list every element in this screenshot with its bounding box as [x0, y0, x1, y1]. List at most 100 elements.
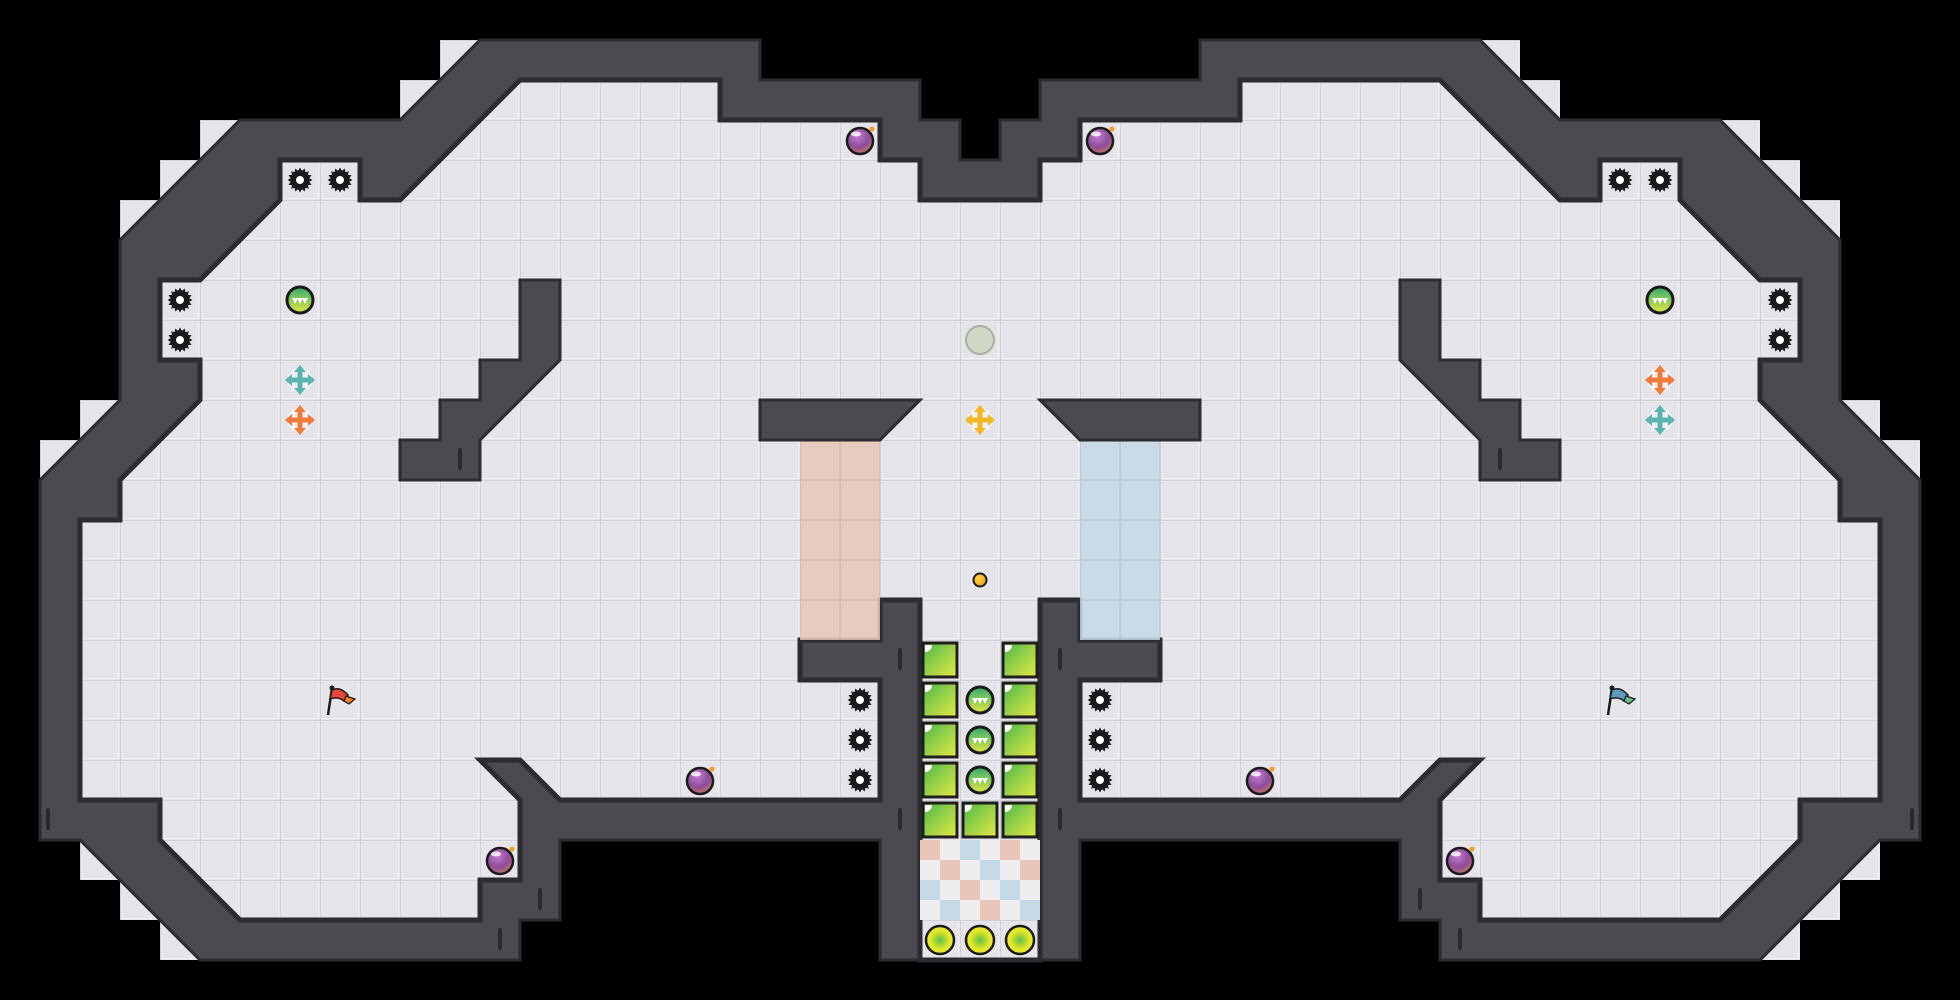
gear-icon [1087, 687, 1113, 713]
checker-square [1020, 900, 1040, 920]
wall-slit [1058, 648, 1062, 670]
team-zones [800, 440, 1160, 640]
green-block-icon [921, 801, 959, 839]
block-shine [925, 685, 932, 692]
cross-arrow [1654, 388, 1666, 395]
bomb-icon [1245, 766, 1275, 796]
gear-icon [167, 287, 193, 313]
checker-square [940, 860, 960, 880]
gear-icon [1767, 287, 1793, 313]
bomb-fuse [1109, 126, 1115, 132]
green-block-icon [921, 761, 959, 799]
bomb-icon [685, 766, 715, 796]
checker-tile [960, 880, 1000, 920]
gear-icon [287, 167, 313, 193]
checker-square [920, 840, 940, 860]
center-bar-wall-right [1036, 398, 1202, 442]
gear-hole [1616, 176, 1624, 184]
checker-tile [920, 880, 960, 920]
red-team-zone [800, 440, 880, 640]
gear-icon [1087, 767, 1113, 793]
gear-hole [856, 696, 864, 704]
block-shine [1005, 645, 1012, 652]
flag-tail [1623, 695, 1637, 705]
checker-square [980, 900, 1000, 920]
spike-orb-icon [965, 765, 995, 795]
block-shine [1005, 685, 1012, 692]
green-block-icon [1001, 721, 1039, 759]
cross-arrow [974, 405, 986, 412]
orange-move-cross-icon [1645, 365, 1675, 395]
stair-wall-right [1398, 278, 1562, 482]
zone-tile [1080, 480, 1120, 520]
coin-icon [964, 924, 996, 956]
checker-tile [960, 840, 1000, 880]
orb-spike [972, 738, 978, 744]
spike-orb-icon [965, 685, 995, 715]
orb-spike [982, 738, 988, 744]
bomb-fuse [509, 846, 515, 852]
cross-arrow [974, 428, 986, 435]
spawn-circle-icon [965, 325, 995, 355]
zone-tile [1080, 560, 1120, 600]
orb-spike [1657, 298, 1663, 304]
wall-slit [898, 648, 902, 670]
checker-square [980, 860, 1000, 880]
checker-tile [1000, 880, 1040, 920]
green-block-icon [921, 641, 959, 679]
inner-walls [46, 278, 1914, 950]
zone-tile [800, 560, 840, 600]
cross-h [288, 377, 312, 383]
cross-arrow [308, 414, 315, 426]
entities [167, 126, 1793, 956]
bomb-fuse [1269, 766, 1275, 772]
bomb-shine [1091, 131, 1101, 137]
gear-hole [336, 176, 344, 184]
orange-move-cross-icon [285, 405, 315, 435]
orb-spike [1652, 298, 1658, 304]
orb-spike [972, 778, 978, 784]
zone-tile [800, 600, 840, 640]
block-shine [925, 645, 932, 652]
checker-tile [920, 840, 960, 880]
spike-orb-icon [965, 725, 995, 755]
green-block-icon [1001, 801, 1039, 839]
cross-h [1648, 417, 1672, 423]
zone-tile [840, 560, 880, 600]
cross-h [1648, 377, 1672, 383]
teal-move-cross-icon [1645, 405, 1675, 435]
gear-hole [1096, 776, 1104, 784]
cross-arrow [294, 405, 306, 412]
bomb-fuse [709, 766, 715, 772]
checker-square [1000, 880, 1020, 900]
cross-h [968, 417, 992, 423]
cross-arrow [285, 374, 292, 386]
block-shine [1005, 765, 1012, 772]
yellow-move-cross-icon [965, 405, 995, 435]
zone-tile [840, 520, 880, 560]
cross-arrow [1645, 414, 1652, 426]
zone-tile [1080, 600, 1120, 640]
bomb-icon [1085, 126, 1115, 156]
checker-square [960, 880, 980, 900]
gear-icon [1607, 167, 1633, 193]
block-body [921, 681, 959, 719]
block-shine [925, 725, 932, 732]
zone-tile [1120, 480, 1160, 520]
zone-tile [1080, 520, 1120, 560]
cross-arrow [308, 374, 315, 386]
checker-square [940, 900, 960, 920]
gear-icon [1767, 327, 1793, 353]
checker-tile [1000, 840, 1040, 880]
block-body [921, 721, 959, 759]
zone-tile [840, 600, 880, 640]
checker-square [1000, 840, 1020, 860]
bomb-shine [691, 771, 701, 777]
bomb-shine [1251, 771, 1261, 777]
green-block-icon [961, 801, 999, 839]
orb-spike [292, 298, 298, 304]
orb-spike [1662, 298, 1668, 304]
zone-tile [1120, 600, 1160, 640]
cross-arrow [1645, 374, 1652, 386]
